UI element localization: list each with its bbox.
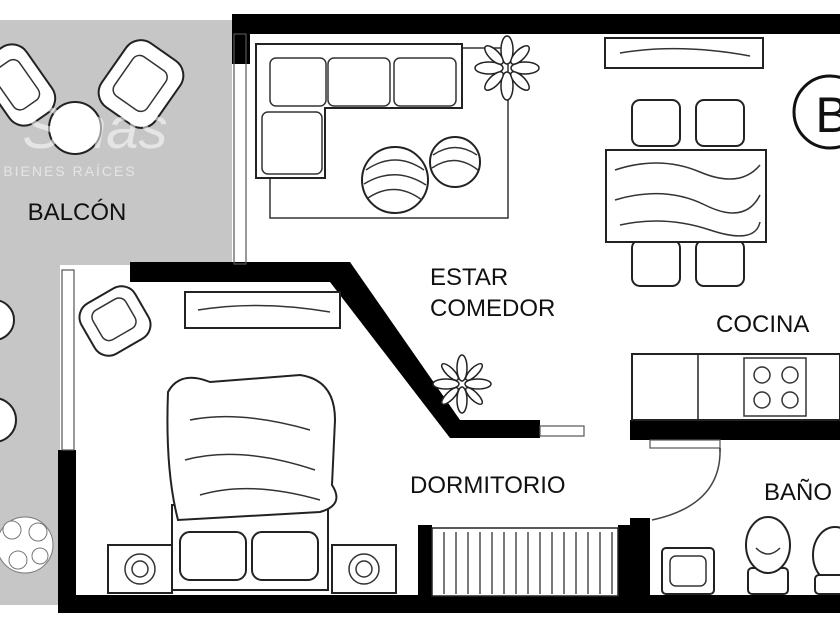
room-label-living-2: COMEDOR xyxy=(430,295,555,322)
bathroom-door-swing xyxy=(651,447,721,521)
toilet xyxy=(745,516,791,595)
nightstand-left xyxy=(107,544,173,594)
room-label-kitchen: COCINA xyxy=(716,311,809,338)
bathroom-sink xyxy=(661,547,715,595)
room-label-balcony: BALCÓN xyxy=(28,199,127,226)
bed xyxy=(166,373,338,591)
pouf-small xyxy=(429,136,481,188)
kitchen-counter xyxy=(631,353,840,421)
sectional-sofa xyxy=(255,43,463,179)
plant-icon-corridor xyxy=(432,354,492,414)
bedroom-tv-console xyxy=(184,291,341,329)
watermark-brand: Sinas xyxy=(22,96,167,161)
tv-console-living xyxy=(604,37,764,69)
room-label-living-1: ESTAR xyxy=(430,264,508,291)
balcony-shrub xyxy=(0,516,54,574)
room-label-bedroom: DORMITORIO xyxy=(410,472,566,499)
window-frames xyxy=(61,33,721,451)
unit-badge-letter: B xyxy=(815,87,840,143)
walls xyxy=(58,14,840,613)
pouf-large xyxy=(361,146,429,214)
balcony-round-table xyxy=(48,101,102,155)
bidet xyxy=(812,526,840,595)
unit-badge: B xyxy=(792,74,840,150)
nightstand-right xyxy=(331,544,397,594)
balcony-armchair-left xyxy=(0,43,57,127)
watermark-sub: BIENES RAÍCES xyxy=(3,163,136,179)
balcony-side-stools xyxy=(0,299,17,443)
bedroom-armchair xyxy=(78,285,152,357)
closet xyxy=(431,527,619,597)
balcony-armchair-right xyxy=(97,39,185,129)
dining-set xyxy=(605,99,767,287)
plant-icon xyxy=(474,35,540,101)
room-label-bathroom: BAÑO xyxy=(764,479,832,506)
